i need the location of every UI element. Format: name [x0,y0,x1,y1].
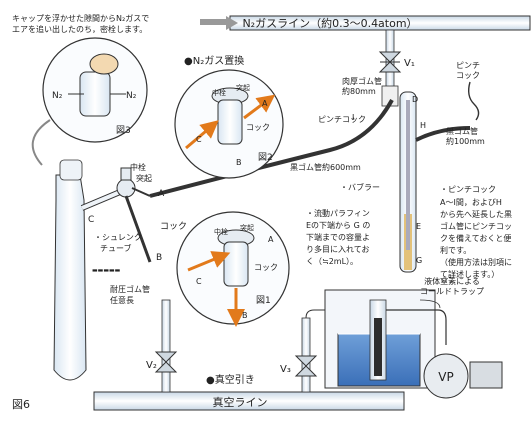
black-rubber-tube-main [149,99,394,198]
vacuum-pump: VP [423,353,503,399]
pinch-note-line-1: ・ピンチコック [440,185,496,194]
label-g: G [416,256,422,265]
inset2-center-label: 中栓 [212,88,226,97]
black-rubber-tube-right [415,126,471,142]
inset2-title: ●N₂ガス置換 [184,55,244,67]
paraffin-line-2: Eの下端から G の [306,220,370,230]
thick-rubber-label-2: 約80mm [342,86,376,96]
pinch-note-line-2: A〜I間，およびH [440,198,502,207]
v2-label: V₂ [146,360,157,371]
figure-label: 図6 [12,398,30,411]
n2-line-label: N₂ガスライン（約0.3〜0.4atom） [242,16,417,30]
paraffin-line-5: く（≒2mL）。 [306,257,358,266]
inset1-label: 図1 [256,295,271,306]
inset2-c-label: C [196,135,202,144]
inset-figure-3: N₂ N₂ 図3 [42,37,148,143]
paraffin-line-4: り多目に入れてお [306,244,370,254]
inset3-n2-left: N₂ [52,91,63,101]
bubbler-assembly [381,85,417,273]
inset1-b-label: B [242,311,248,320]
flask-a-label: A [158,189,165,199]
right-pinch-cock-label-1: ピンチ [456,61,480,70]
label-i: I [352,113,354,122]
top-note-line-2: エアを追い出したのち，密栓します。 [12,24,147,34]
n2-gas-line: N₂ガスライン（約0.3〜0.4atom） [200,15,531,31]
cold-trap-label-2: コールドトラップ [420,287,484,296]
flask-three-way-cock[interactable] [116,167,152,263]
pinch-note-line-7: （使用方法は別項に [440,257,512,267]
schlenk-label-1: ・シュレンク [94,233,142,242]
pump-connector [386,309,447,345]
inset3-pointer [31,119,51,166]
inset1-cock-label: コック [254,263,278,272]
v3-pipe [301,317,311,393]
pinch-note-line-3: から先へ延長した黒 [440,209,512,219]
pinch-note-line-6: 利です。 [440,245,471,255]
pinch-cock-note: ・ピンチコック A〜I間，およびH から先へ延長した黒 ゴム管にピンチコッ クを… [440,185,512,279]
black-rubber-100-label-1: 黒ゴム管 [446,126,478,136]
black-rubber-600-label: 黒ゴム管約600mm [290,162,361,172]
flask-center-label: 中栓 [130,162,146,172]
v2-pipe [161,299,171,393]
pressure-rubber-tube [124,195,152,263]
thick-rubber-label-1: 肉厚ゴム管 [342,76,382,86]
right-pinch-cock-label-2: コック [456,71,480,80]
fingertip [89,53,119,75]
paraffin-line-1: ・流動パラフィン [306,208,370,218]
inset3-label: 図3 [116,125,131,136]
top-note-line-1: キャップを浮かせた隙間からN₂ガスで [12,13,149,23]
inset2-label: 図2 [258,152,273,163]
inset2-cock-label: コック [246,123,270,132]
valve-v3[interactable] [294,355,318,377]
flask-c-label: C [88,215,94,225]
vp-label: VP [438,370,453,384]
paraffin-line-3: 下端までの容量よ [306,232,370,242]
flask-cock-label: コック [160,221,187,232]
n2-inflow-arrow [226,16,238,30]
flask-marker: ▬▬▬▬▬ [92,267,121,274]
inset-figure-1: 中栓 突起 A C コック B 図1 [176,211,290,327]
v3-label: V₃ [280,364,291,375]
pinch-cock-label: ピンチコック [318,115,366,124]
label-h: H [420,121,426,130]
flask-protrusion-label: 突起 [136,173,152,183]
cold-trap-leader [419,299,441,309]
schlenk-label-2: チューブ [100,243,132,253]
vacuum-line-label: 真空ライン [213,395,268,409]
inset2-b-label: B [236,158,242,167]
inset1-c-label: C [196,277,202,286]
pinch-note-line-4: ゴム管にピンチコッ [440,221,512,231]
black-rubber-100-label-2: 約100mm [446,136,485,146]
vacuum-pump-label: ●真空引き [206,373,255,386]
inset1-center-label: 中栓 [214,227,228,236]
valve-v2[interactable] [154,351,178,373]
cold-trap [324,289,436,389]
flask-b-label: B [156,253,162,263]
inset3-n2-right: N₂ [126,91,137,101]
pressure-rubber-label-1: 耐圧ゴム管 [110,284,150,294]
inset2-protrusion-label: 突起 [236,83,250,92]
pinch-note-line-5: クを備えておくと便 [440,233,511,243]
cold-trap-label-1: 液体窒素による [424,276,480,286]
vacuum-line: 真空ライン [93,391,405,411]
valve-v1[interactable] [378,51,402,73]
label-d: D [412,95,418,104]
pressure-rubber-label-2: 任意長 [110,295,134,305]
bubbler-label: ・バブラー [340,182,380,192]
v1-label: V₁ [404,58,415,69]
inset-figure-2: ●N₂ガス置換 中栓 突起 A C コック B 図2 [174,55,284,179]
inset1-a-label: A [268,235,274,244]
inset1-protrusion-label: 突起 [240,223,254,232]
pinch-note-line-8: て詳述します。） [440,269,499,279]
right-pinch-cock-hook[interactable] [467,81,480,121]
label-e: E [416,222,421,231]
inset2-a-label: A [262,99,268,108]
paraffin-note: ・流動パラフィン Eの下端から G の 下端までの容量よ り多目に入れてお く（… [306,208,370,266]
